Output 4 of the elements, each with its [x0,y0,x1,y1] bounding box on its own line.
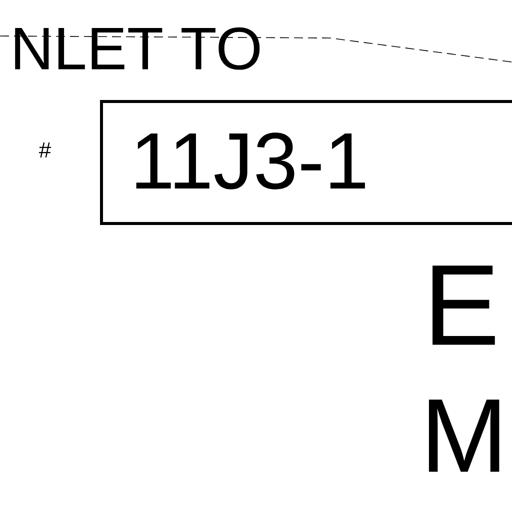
label-box: 11J3-1 [100,100,512,225]
partial-label: NLET TO [15,27,260,70]
letter-label: M [428,400,500,472]
number-sign: # [38,142,51,158]
